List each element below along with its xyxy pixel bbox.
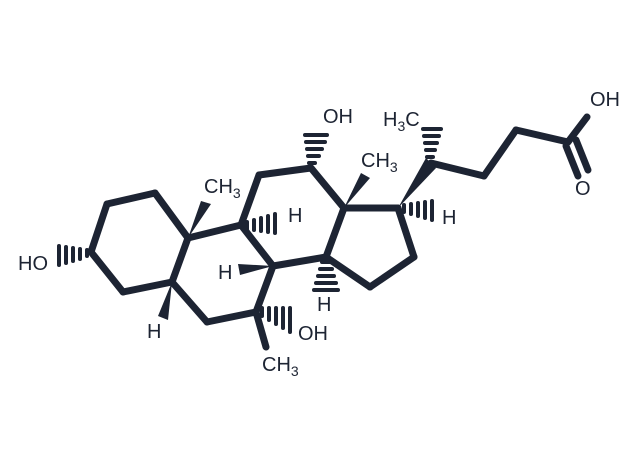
wedge-c8-h xyxy=(238,264,273,275)
label-h-c5: H xyxy=(147,321,161,343)
wedge-c17-sidechain xyxy=(398,158,436,208)
label-h-c14: H xyxy=(317,294,331,316)
label-h-c8: H xyxy=(218,262,232,284)
label-h3c-side: H3C xyxy=(383,109,420,134)
label-ch3-c10: CH3 xyxy=(204,176,241,201)
label-oh-c7: OH xyxy=(298,323,328,345)
label-oh-acid: OH xyxy=(590,89,620,111)
hashed-bonds xyxy=(57,127,443,334)
label-ch3-c7: CH3 xyxy=(262,354,299,379)
wedge-c13-methyl xyxy=(344,173,370,208)
hash-c3-oh xyxy=(57,244,89,267)
hash-c17-h xyxy=(402,199,434,222)
label-h-c17: H xyxy=(442,207,456,229)
atom-labels: OH OH O HO OH H3C CH3 CH3 CH3 H H H H H xyxy=(18,89,620,379)
ring-a xyxy=(87,189,192,296)
wedge-bonds xyxy=(158,158,436,320)
substituent-bonds xyxy=(252,308,270,351)
hash-c9-h xyxy=(245,212,277,235)
wedge-c5-h xyxy=(158,282,172,320)
ring-c xyxy=(237,164,348,270)
label-ho-c3: HO xyxy=(18,253,48,275)
hash-c7-oh xyxy=(260,306,292,334)
hash-c12-oh xyxy=(303,133,329,165)
wedge-c10-methyl xyxy=(188,201,211,238)
label-oh-c12: OH xyxy=(323,106,353,128)
ring-b xyxy=(168,221,277,326)
label-h-c9: H xyxy=(288,205,302,227)
hash-side-methyl xyxy=(421,127,443,159)
ring-d xyxy=(322,204,418,291)
label-ch3-c13: CH3 xyxy=(361,150,398,175)
side-chain xyxy=(427,113,592,180)
label-oxo-acid: O xyxy=(575,178,591,200)
hash-c14-h xyxy=(312,260,340,292)
